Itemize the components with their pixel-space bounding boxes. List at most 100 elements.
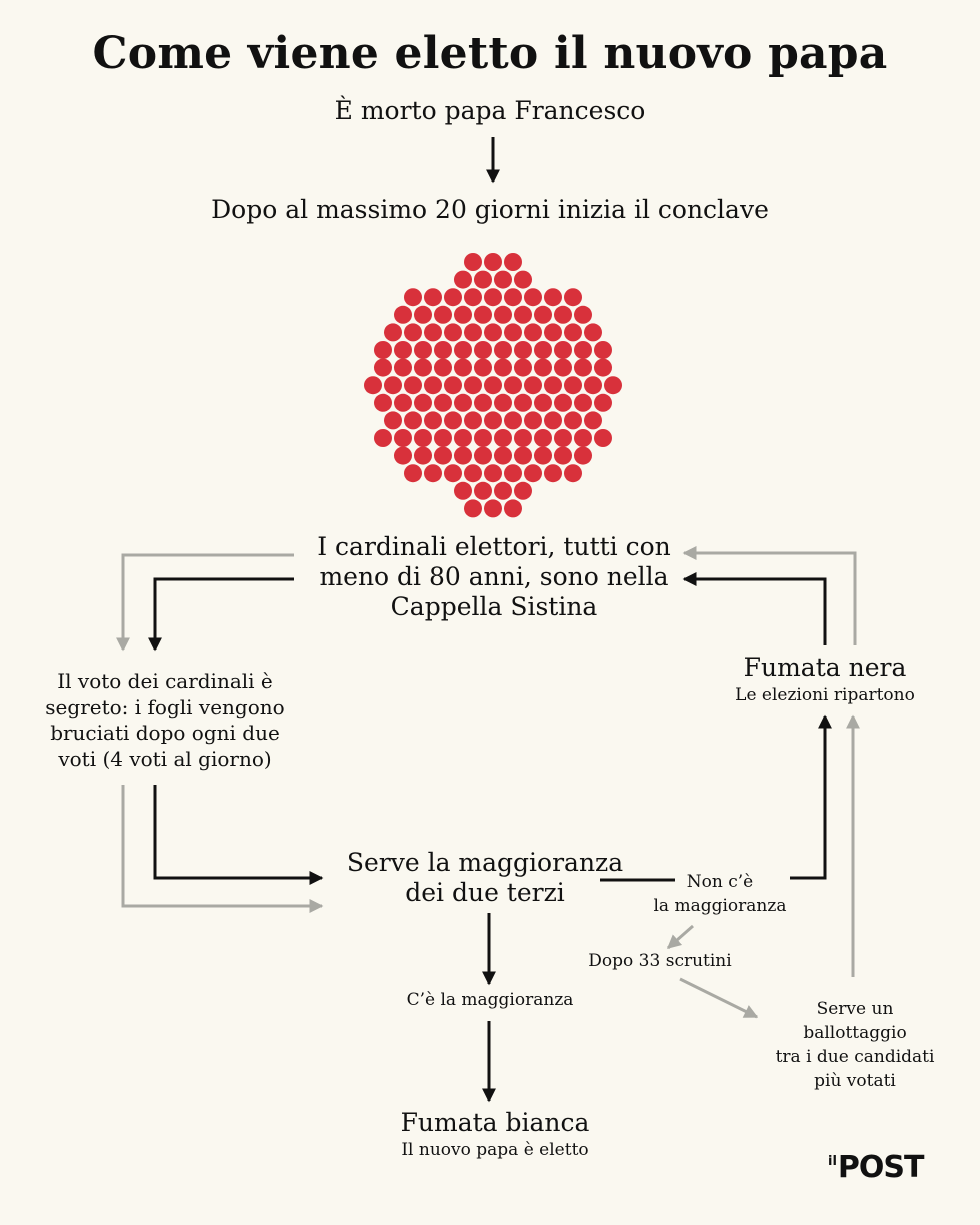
cardinal-dot — [474, 341, 492, 359]
cardinal-dot — [444, 288, 462, 307]
cardinal-dot — [524, 411, 542, 430]
cardinal-dot — [574, 341, 592, 359]
cardinal-dot — [554, 341, 572, 359]
cardinal-dot — [424, 464, 442, 483]
cardinal-dot — [534, 446, 552, 465]
cardinal-dot — [584, 376, 602, 395]
cardinal-dot — [424, 323, 442, 342]
cardinal-dot — [434, 393, 452, 412]
cardinal-dot — [534, 358, 552, 377]
step-pope-died: È morto papa Francesco — [334, 96, 646, 125]
cardinal-dot — [564, 288, 582, 307]
cardinal-dot — [524, 464, 542, 483]
cardinal-dot — [374, 429, 392, 447]
cardinal-dot — [514, 481, 532, 500]
cardinal-dot — [384, 376, 402, 395]
cardinal-dot — [514, 270, 532, 289]
cardinal-dot — [414, 305, 432, 324]
cardinal-dot — [594, 429, 612, 447]
cardinal-dot — [404, 464, 422, 483]
cardinal-dot — [504, 288, 522, 307]
cardinal-dot — [454, 393, 472, 412]
cardinal-dot — [524, 288, 542, 307]
cardinal-dot — [404, 376, 422, 395]
cardinal-dot — [464, 464, 482, 483]
cardinal-dot — [414, 446, 432, 465]
cardinal-dot — [474, 305, 492, 324]
cardinal-dot — [444, 464, 462, 483]
cardinal-dot — [364, 376, 382, 395]
cardinal-dot — [534, 305, 552, 324]
cardinal-dot — [394, 446, 412, 465]
cardinal-dot — [414, 358, 432, 377]
cardinal-dot — [494, 429, 512, 447]
cardinal-dot — [574, 429, 592, 447]
cardinal-dot — [544, 376, 562, 395]
cardinal-dot — [544, 323, 562, 342]
cardinal-dot — [424, 288, 442, 307]
arrow-33-to-runoff — [679, 977, 759, 1019]
step-cardinals-sistine: I cardinali elettori, tutti con meno di … — [244, 532, 744, 622]
step-line: voti (4 voti al giorno) — [58, 747, 272, 771]
cardinal-dot — [474, 270, 492, 289]
cardinal-dot — [404, 323, 422, 342]
cardinal-dot — [474, 446, 492, 465]
cardinal-dot — [494, 305, 512, 324]
cardinal-dot — [464, 499, 482, 518]
cardinal-dot — [414, 429, 432, 447]
cardinal-dot — [564, 464, 582, 483]
new-pope-label: Il nuovo papa è eletto — [401, 1140, 589, 1160]
cardinal-dot — [404, 411, 422, 430]
cardinal-dot — [464, 376, 482, 395]
cardinal-dot — [434, 358, 452, 377]
cardinal-dot — [504, 323, 522, 342]
cardinal-dot — [414, 393, 432, 412]
cardinal-dot — [554, 429, 572, 447]
step-two-thirds-majority: Serve la maggioranza dei due terzi — [315, 848, 655, 908]
cardinal-dot — [514, 305, 532, 324]
cardinal-dot — [544, 464, 562, 483]
cardinal-dot — [434, 305, 452, 324]
step-black-smoke: Fumata nera Le elezioni ripartono — [690, 653, 960, 705]
cardinal-dot — [554, 393, 572, 412]
cardinal-dot — [394, 305, 412, 324]
step-line: I cardinali elettori, tutti con — [317, 532, 671, 561]
step-line: Cappella Sistina — [390, 592, 598, 621]
cardinal-dot — [534, 393, 552, 412]
step-line: meno di 80 anni, sono nella — [319, 562, 669, 591]
arrow-no-majority-to-33 — [666, 924, 694, 950]
cardinal-dot — [604, 376, 622, 395]
cardinal-dot — [444, 411, 462, 430]
step-secret-vote: Il voto dei cardinali è segreto: i fogli… — [0, 668, 330, 772]
cardinal-dots-cluster — [364, 253, 622, 518]
cardinal-dot — [494, 393, 512, 412]
step-no-majority: Non c’è la maggioranza — [630, 870, 810, 918]
arrow-black-smoke-to-cardinals-black — [682, 572, 827, 645]
cardinal-dot — [394, 393, 412, 412]
cardinal-dot — [594, 358, 612, 377]
cardinal-dot — [594, 341, 612, 359]
cardinal-dot — [484, 411, 502, 430]
cardinal-dot — [584, 323, 602, 342]
cardinal-dot — [454, 358, 472, 377]
cardinal-dot — [504, 411, 522, 430]
page-title: Come viene eletto il nuovo papa — [92, 28, 888, 79]
cardinal-dot — [564, 323, 582, 342]
cardinal-dot — [454, 481, 472, 500]
cardinal-dot — [434, 341, 452, 359]
cardinal-dot — [374, 358, 392, 377]
cardinal-dot — [454, 341, 472, 359]
cardinal-dot — [504, 499, 522, 518]
cardinal-dot — [474, 358, 492, 377]
step-line: dei due terzi — [405, 878, 565, 907]
cardinal-dot — [514, 341, 532, 359]
cardinal-dot — [404, 288, 422, 307]
cardinal-dot — [384, 411, 402, 430]
cardinal-dot — [464, 411, 482, 430]
cardinal-dot — [454, 429, 472, 447]
step-yes-majority: C’è la maggioranza — [406, 990, 574, 1010]
cardinal-dot — [384, 323, 402, 342]
step-white-smoke: Fumata bianca Il nuovo papa è eletto — [340, 1108, 650, 1160]
step-line: bruciati dopo ogni due — [50, 721, 280, 745]
cardinal-dot — [574, 305, 592, 324]
